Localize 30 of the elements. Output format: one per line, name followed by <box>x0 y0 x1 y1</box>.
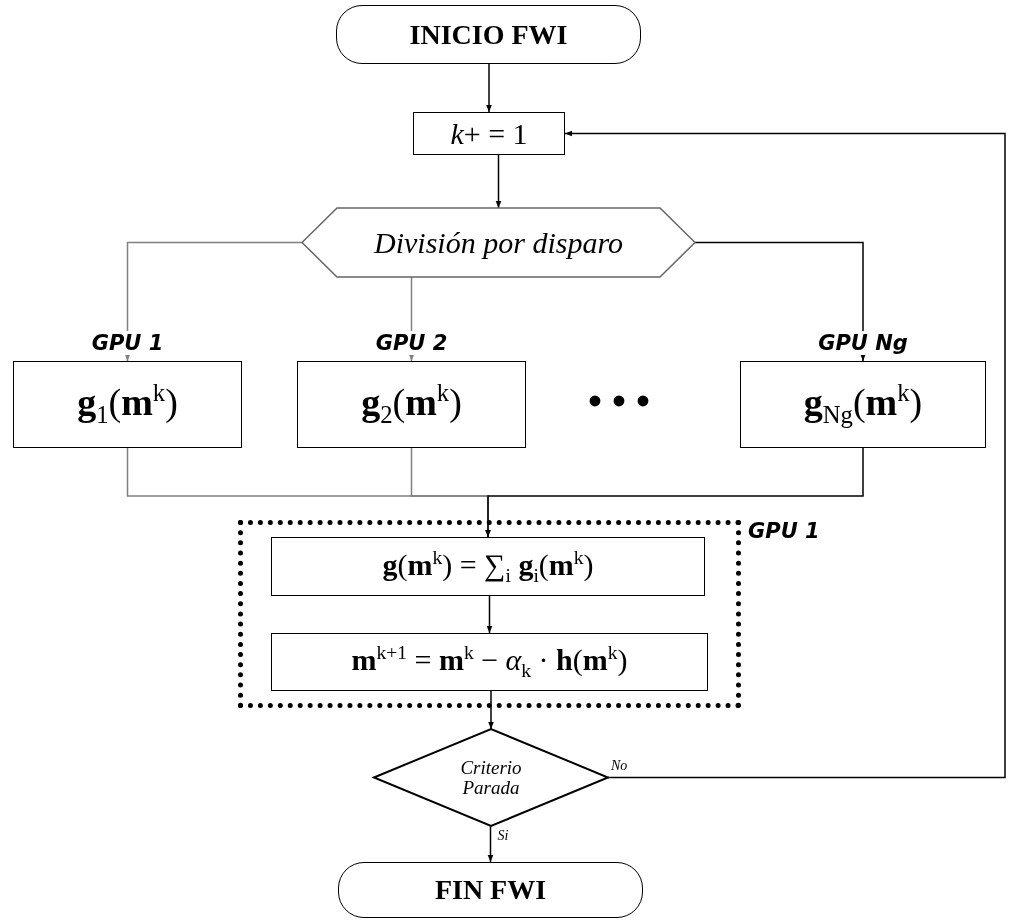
formula-text: m$^{k+1}$ = m$^{k}$ − α$_{k}$ · h(m$^{k}$) <box>351 642 628 682</box>
arrow <box>485 447 864 538</box>
process-box <box>271 633 708 691</box>
gpu-heading: GPU 2 <box>373 331 450 355</box>
terminal-box <box>336 5 641 64</box>
preparation-hexagon <box>302 208 695 277</box>
terminal-label: FIN FWI <box>434 874 547 906</box>
gpu-heading: GPU Ng <box>816 331 910 355</box>
arrow <box>488 690 494 730</box>
arrow <box>564 130 1006 779</box>
decision-diamond <box>374 729 608 826</box>
arrow <box>486 63 492 113</box>
decision-label: Criterio Parada <box>459 757 523 798</box>
gpu-heading: GPU 1 <box>748 519 820 543</box>
terminal-label: INICIO FWI <box>409 18 568 51</box>
process-box <box>271 537 705 596</box>
formula-text: g$_{Ng}$(m$^{k}$) <box>803 379 923 430</box>
arrow <box>486 595 493 634</box>
formula-text: g$_{1}$(m$^{k}$) <box>77 379 178 430</box>
arrow <box>495 154 502 209</box>
arrow <box>694 241 866 362</box>
arrow <box>124 241 303 362</box>
arrow <box>487 825 494 863</box>
formula-text: g(m$^{k}$) = ∑$_{i}$ g$_{i}$(m$^{k}$) <box>382 546 594 587</box>
formula-text: g$_{2}$(m$^{k}$) <box>361 379 462 430</box>
terminal-box <box>338 862 643 918</box>
process-box <box>413 112 565 155</box>
ellipsis-text: • • • <box>588 378 650 425</box>
formula-text: k+ = 1 <box>450 116 528 151</box>
formula-text: División por disparo <box>374 225 623 260</box>
